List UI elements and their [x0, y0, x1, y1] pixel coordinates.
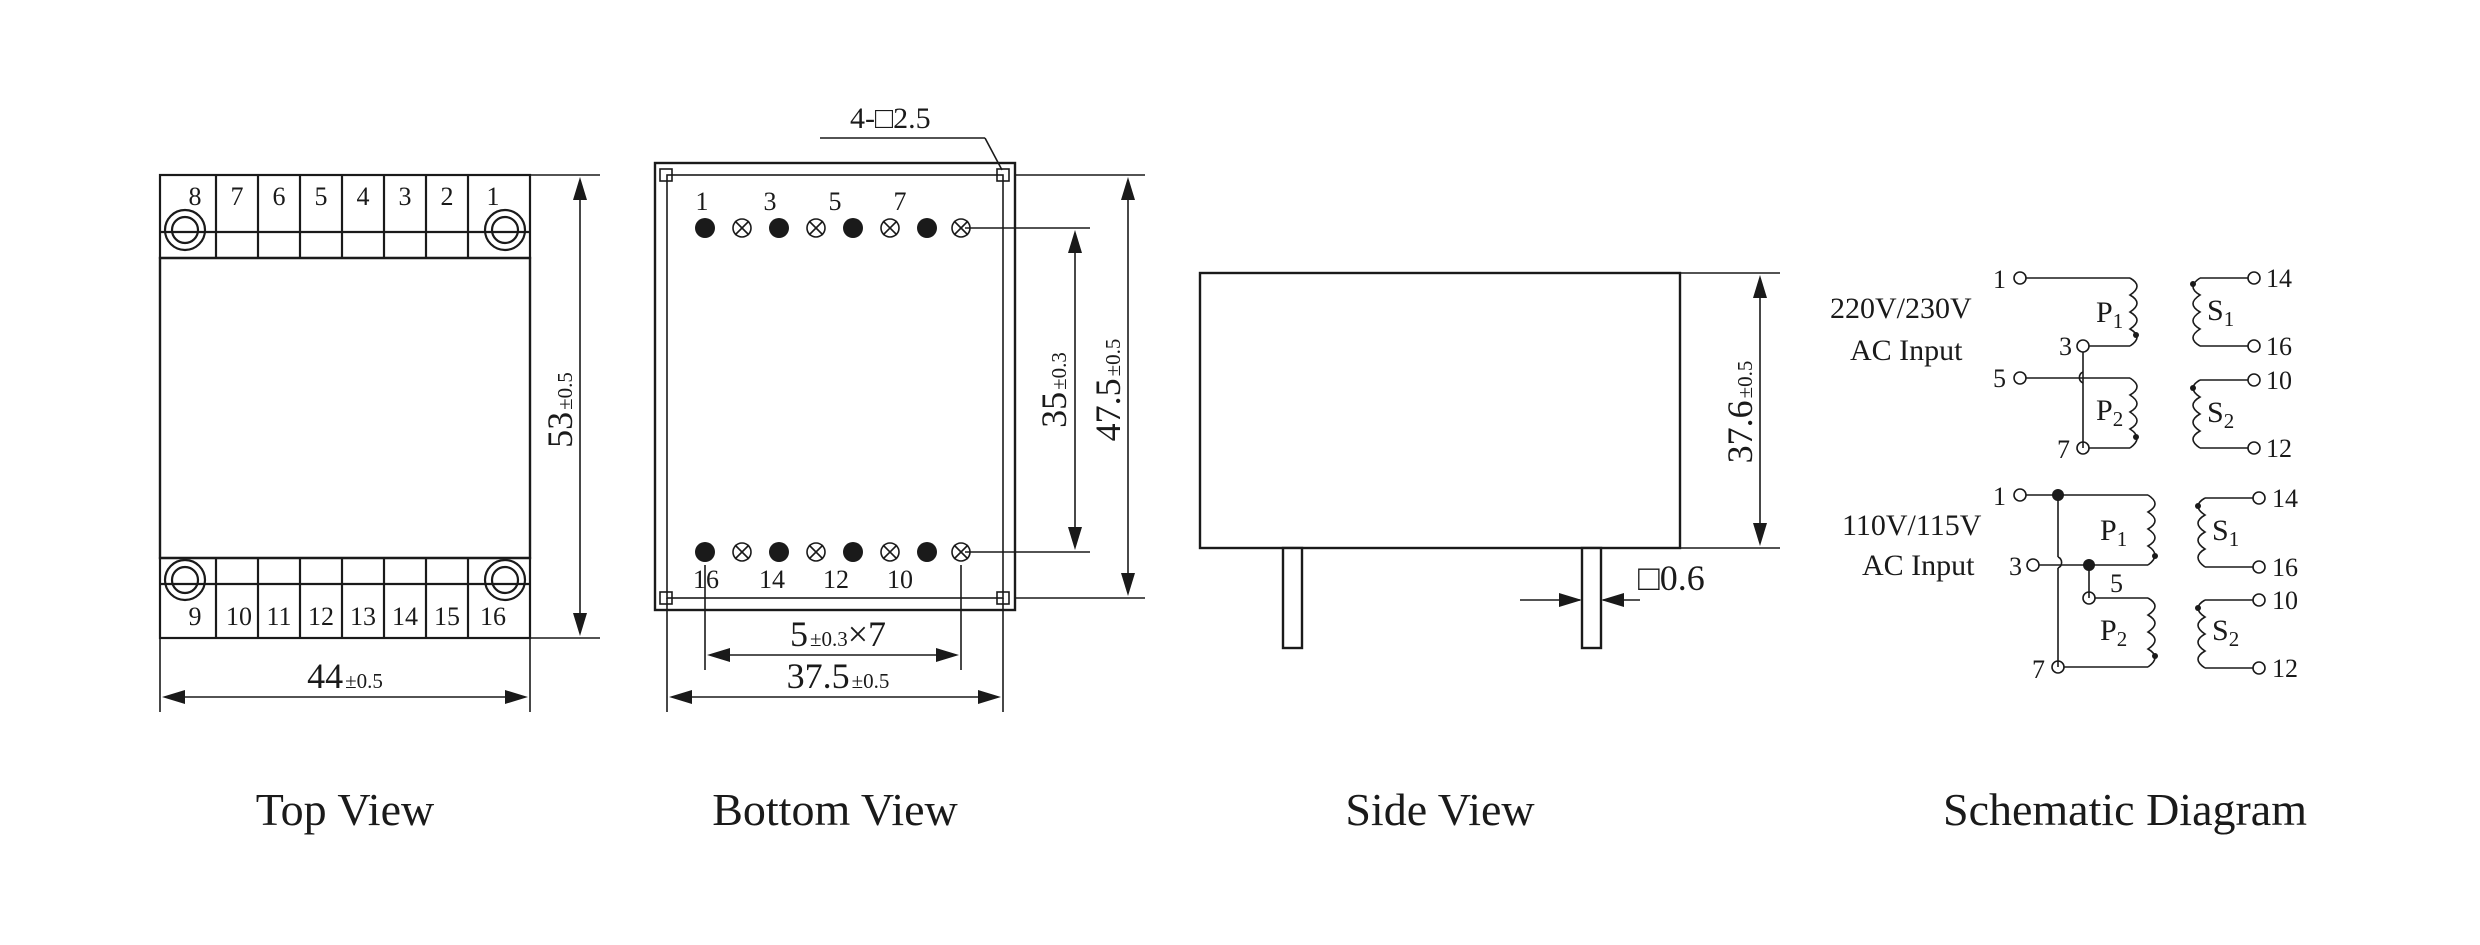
primary-label: P1 — [2096, 296, 2123, 333]
corner-note-leader — [984, 137, 1003, 171]
secondary-label: S1 — [2212, 514, 2239, 551]
pitch-dimension: 5±0.3×7 — [704, 565, 962, 670]
side-view: 37.6±0.5 □0.6 Side View — [1198, 271, 1780, 835]
top-pin-label: 4 — [357, 182, 370, 211]
top-width-text: 44±0.5 — [307, 656, 383, 696]
schematic-caption: Schematic Diagram — [1943, 784, 2307, 835]
secondary-winding-wiring — [2190, 271, 2261, 455]
secondary-label: S2 — [2212, 614, 2239, 651]
bottom-height-text: 47.5±0.5 — [1088, 339, 1128, 442]
top-view-caption: Top View — [256, 784, 435, 835]
pin-spacing-text: 35±0.3 — [1034, 352, 1074, 428]
corner-square-icon — [659, 168, 1010, 605]
side-view-pin — [1580, 546, 1603, 650]
schematic-config-a: 220V/230V AC Input 1 3 5 7 — [1830, 264, 2292, 464]
terminal-label: 10 — [2272, 586, 2298, 615]
top-height-dimension: 53±0.5 — [530, 174, 600, 639]
bottom-view: 4-□2.5 1 3 5 7 16 14 12 1 — [653, 102, 1145, 835]
top-pin-label: 6 — [273, 182, 286, 211]
schematic-config-b: 110V/115V AC Input 1 3 5 7 — [1842, 482, 2298, 684]
terminal-label: 12 — [2272, 654, 2298, 683]
terminal-label: 12 — [2266, 434, 2292, 463]
terminal-label: 16 — [2272, 553, 2298, 582]
bottom-view-pin-label: 12 — [823, 565, 849, 594]
side-view-pin — [1281, 546, 1304, 650]
bottom-width-text: 37.5±0.5 — [787, 656, 890, 696]
bottom-pin-label: 16 — [480, 602, 506, 631]
top-pin-label: 8 — [189, 182, 202, 211]
bottom-pin-label: 9 — [189, 602, 202, 631]
primary-winding-wiring — [2013, 271, 2139, 455]
bottom-pin-label: 11 — [266, 602, 291, 631]
terminal-label: 3 — [2059, 332, 2072, 361]
pin-width-dimension: □0.6 — [1520, 558, 1705, 607]
terminal-label: 7 — [2032, 655, 2045, 684]
top-pin-label: 3 — [399, 182, 412, 211]
terminal-label: 1 — [1993, 482, 2006, 511]
input-label: AC Input — [1862, 549, 1975, 582]
top-pin-label: 7 — [231, 182, 244, 211]
terminal-label: 10 — [2266, 366, 2292, 395]
bottom-view-outline — [653, 161, 1017, 612]
bottom-view-pin-label: 1 — [696, 187, 709, 216]
pitch-text: 5±0.3×7 — [790, 614, 886, 654]
top-pin-label: 1 — [487, 182, 500, 211]
side-height-dimension: 37.6±0.5 — [1680, 272, 1780, 549]
corner-note: 4-□2.5 — [850, 102, 931, 135]
bottom-view-pin-label: 14 — [759, 565, 785, 594]
voltage-label: 220V/230V — [1830, 292, 1972, 325]
side-view-caption: Side View — [1345, 784, 1535, 835]
pin-spacing-dimension: 35±0.3 — [965, 227, 1090, 553]
top-terminal-dividers — [160, 175, 530, 258]
bottom-view-pin-label: 7 — [894, 187, 907, 216]
pin-row-bottom — [695, 542, 971, 562]
terminal-label: 7 — [2057, 435, 2070, 464]
secondary-label: S2 — [2207, 396, 2234, 433]
bottom-view-pin-label: 3 — [764, 187, 777, 216]
side-view-body — [1198, 271, 1682, 550]
terminal-label: 5 — [2110, 569, 2123, 598]
bottom-terminal-dividers — [160, 558, 530, 638]
side-height-text: 37.6±0.5 — [1720, 361, 1760, 464]
pin-row-top — [695, 218, 971, 238]
terminal-label: 5 — [1993, 364, 2006, 393]
bottom-view-pin-label: 10 — [887, 565, 913, 594]
bottom-view-pin-label: 16 — [693, 565, 719, 594]
secondary-winding-wiring — [2195, 491, 2266, 675]
top-view-core — [158, 256, 532, 560]
schematic: 220V/230V AC Input 1 3 5 7 — [1830, 264, 2307, 835]
terminal-label: 1 — [1993, 265, 2006, 294]
terminal-label: 3 — [2009, 552, 2022, 581]
voltage-label: 110V/115V — [1842, 509, 1982, 542]
pin-width-text: □0.6 — [1638, 558, 1705, 598]
bottom-height-dimension: 47.5±0.5 — [1015, 174, 1145, 599]
primary-label: P1 — [2100, 514, 2127, 551]
terminal-label: 16 — [2266, 332, 2292, 361]
bottom-view-caption: Bottom View — [712, 784, 958, 835]
bottom-pin-label: 13 — [350, 602, 376, 631]
terminal-label: 14 — [2266, 264, 2292, 293]
input-label: AC Input — [1850, 334, 1963, 367]
mounting-hole-icon — [163, 208, 527, 602]
top-height-text: 53±0.5 — [540, 372, 580, 448]
top-view: 8 7 6 5 4 3 2 1 9 10 11 12 13 14 15 16 5… — [158, 173, 600, 835]
primary-winding-wiring — [2013, 488, 2158, 674]
bottom-width-dimension: 37.5±0.5 — [666, 598, 1004, 712]
bottom-pin-label: 14 — [392, 602, 418, 631]
terminal-label: 14 — [2272, 484, 2298, 513]
bottom-pin-label: 12 — [308, 602, 334, 631]
top-terminal-strip — [158, 173, 532, 260]
secondary-label: S1 — [2207, 294, 2234, 331]
bottom-pin-label: 10 — [226, 602, 252, 631]
bottom-view-inner-outline — [666, 174, 1004, 599]
bottom-view-pin-label: 5 — [829, 187, 842, 216]
top-pin-label: 2 — [441, 182, 454, 211]
primary-label: P2 — [2096, 394, 2123, 431]
top-pin-label: 5 — [315, 182, 328, 211]
bottom-pin-label: 15 — [434, 602, 460, 631]
primary-label: P2 — [2100, 614, 2127, 651]
top-width-dimension: 44±0.5 — [159, 638, 531, 712]
bottom-terminal-strip — [158, 556, 532, 640]
